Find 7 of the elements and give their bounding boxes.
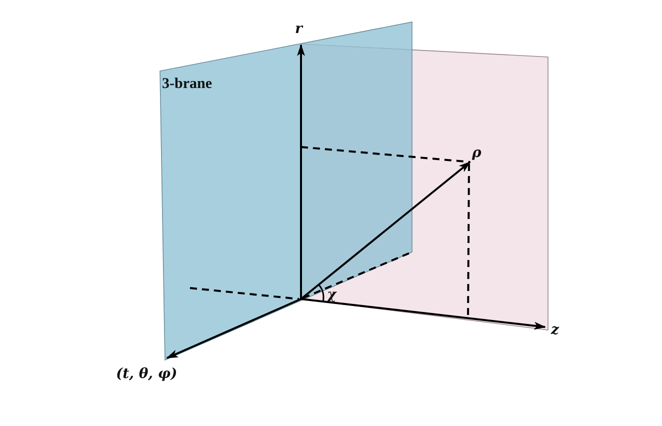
angle-label: χ xyxy=(327,287,336,303)
axis-label: r xyxy=(295,21,302,37)
plane-label: 3-brane xyxy=(162,76,212,93)
vector-label: ρ xyxy=(472,145,482,161)
axis-label: z xyxy=(551,322,559,338)
brane-plane xyxy=(158,20,414,362)
axis-label: (t, θ, φ) xyxy=(116,366,178,382)
